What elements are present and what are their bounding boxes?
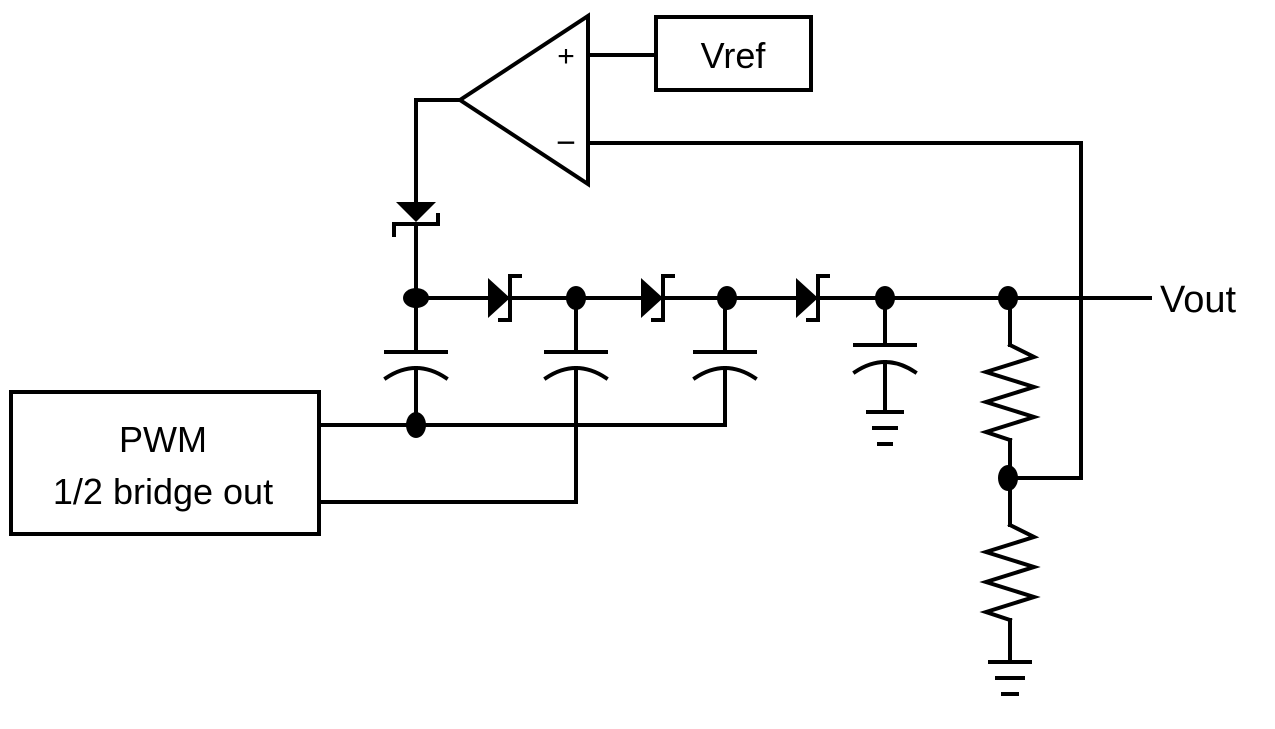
opamp-minus-sign: − xyxy=(556,124,576,162)
junction-dots xyxy=(403,286,1018,491)
vref-block: Vref xyxy=(654,15,813,92)
junction-dot xyxy=(403,288,429,308)
diode-2 xyxy=(641,274,675,322)
opamp-plus-sign: + xyxy=(557,40,575,73)
resistor-upper xyxy=(979,342,1041,443)
pwm-label-line2: 1/2 bridge out xyxy=(53,471,273,512)
diode-1 xyxy=(488,274,522,322)
ground-symbol-2 xyxy=(988,660,1032,696)
ground-symbol-1 xyxy=(866,410,904,446)
junction-dot xyxy=(998,286,1018,310)
pwm-label-line1: PWM xyxy=(119,419,207,460)
junction-dot xyxy=(566,286,586,310)
pwm-block: PWM 1/2 bridge out xyxy=(9,390,321,536)
op-amp: + − xyxy=(456,12,590,188)
junction-dot xyxy=(875,286,895,310)
vout-label: Vout xyxy=(1160,279,1237,321)
resistor-lower xyxy=(979,522,1041,623)
vref-label: Vref xyxy=(701,35,767,76)
capacitor-1 xyxy=(383,296,449,427)
capacitor-3 xyxy=(692,296,758,427)
wire-feedback xyxy=(586,141,1083,480)
diode-3 xyxy=(796,274,830,322)
junction-dot xyxy=(717,286,737,310)
junction-dot xyxy=(406,412,426,438)
wire-opamp-output xyxy=(414,98,462,202)
capacitor-output xyxy=(852,296,918,414)
junction-dot xyxy=(998,465,1018,491)
capacitor-2 xyxy=(543,296,609,504)
